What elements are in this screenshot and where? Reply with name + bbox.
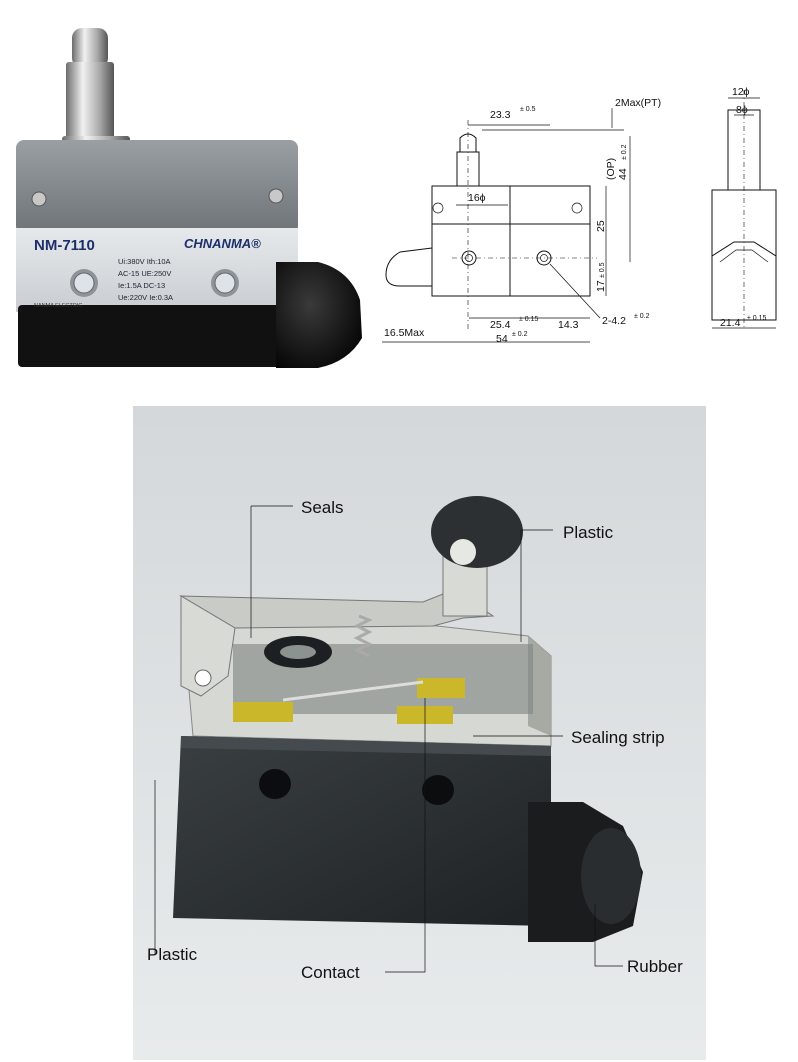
spring — [353, 614, 373, 658]
seal-center — [280, 645, 316, 659]
maker-label: NANMA ELECTRIC — [34, 303, 82, 309]
dim-2max: 2Max(PT) — [615, 97, 661, 109]
rating-line: Ie:1.5A DC-13 — [118, 281, 165, 290]
cover-side — [528, 636, 551, 736]
tol-44: ± 0.2 — [621, 144, 628, 160]
leader-rubber — [594, 904, 623, 967]
dim-12phi: 12ϕ — [732, 86, 750, 98]
product-photo: NM-7110 CHNANMA® Ui:380V Ith:10A AC-15 U… — [16, 28, 362, 368]
rating-line: AC-15 UE:250V — [118, 269, 171, 278]
leader-contact — [385, 698, 426, 973]
brand-label: CHNANMA® — [184, 236, 261, 251]
dim-21-4: 21.4 — [720, 317, 741, 329]
dimension-drawing: 23.3 ± 0.5 2Max(PT) (OP) 44 ± 0.2 16ϕ 25… — [382, 86, 777, 345]
dim-16-5max: 16.5Max — [384, 327, 425, 339]
lens-right — [211, 269, 239, 297]
tol-23-3: ± 0.5 — [520, 106, 536, 113]
dim-54: 54 — [496, 333, 508, 345]
dim-16phi: 16ϕ — [468, 192, 486, 204]
tol-54: ± 0.2 — [512, 331, 528, 338]
lens-left — [70, 269, 98, 297]
terminal-left — [233, 702, 293, 722]
callout-plastic-left: Plastic — [147, 945, 198, 964]
front-view — [385, 120, 597, 330]
rubber-boot — [276, 262, 362, 368]
rivet — [31, 191, 47, 207]
callout-plastic-top: Plastic — [563, 523, 614, 542]
terminal-top — [417, 678, 465, 698]
callout-sealing-strip: Sealing strip — [571, 728, 665, 747]
rating-line: Ui:380V Ith:10A — [118, 257, 171, 266]
dim-8phi: 8ϕ — [736, 104, 748, 116]
contact-blade — [282, 680, 424, 702]
rivet — [268, 188, 284, 204]
tol-hole: ± 0.2 — [634, 313, 650, 320]
label-plate — [16, 228, 298, 312]
base-housing — [18, 305, 300, 367]
rating-line: Ue:220V Ie:0.3A — [118, 293, 173, 302]
sealing-strip-edge — [181, 736, 551, 756]
dim-hole: 2-4.2 — [602, 315, 626, 327]
dim-25: 25 — [595, 220, 607, 232]
model-label: NM-7110 — [34, 237, 95, 254]
top-cover — [16, 140, 298, 234]
mount-hole — [422, 775, 454, 805]
cutaway-illustration: Seals Plastic Sealing strip Plastic Cont… — [133, 406, 706, 1060]
dim-23-3: 23.3 — [490, 109, 511, 121]
dim-14-3: 14.3 — [558, 319, 579, 331]
callout-rubber: Rubber — [627, 957, 683, 976]
plunger — [62, 28, 130, 158]
dim-17: 17 — [595, 280, 607, 292]
callout-seals: Seals — [301, 498, 344, 517]
dim-op-label: (OP) — [605, 158, 617, 180]
tol-17: ± 0.5 — [599, 262, 606, 278]
mount-hole — [259, 769, 291, 799]
tol-25-4: ± 0.15 — [519, 316, 539, 323]
rubber-tip — [581, 828, 641, 924]
dim-25-4: 25.4 — [490, 319, 511, 331]
callout-contact: Contact — [301, 963, 360, 982]
roller-lever — [179, 496, 523, 697]
side-view — [711, 90, 777, 330]
tol-21-4: ± 0.15 — [747, 315, 767, 322]
dim-44: 44 — [617, 168, 629, 180]
base-housing — [173, 736, 551, 926]
